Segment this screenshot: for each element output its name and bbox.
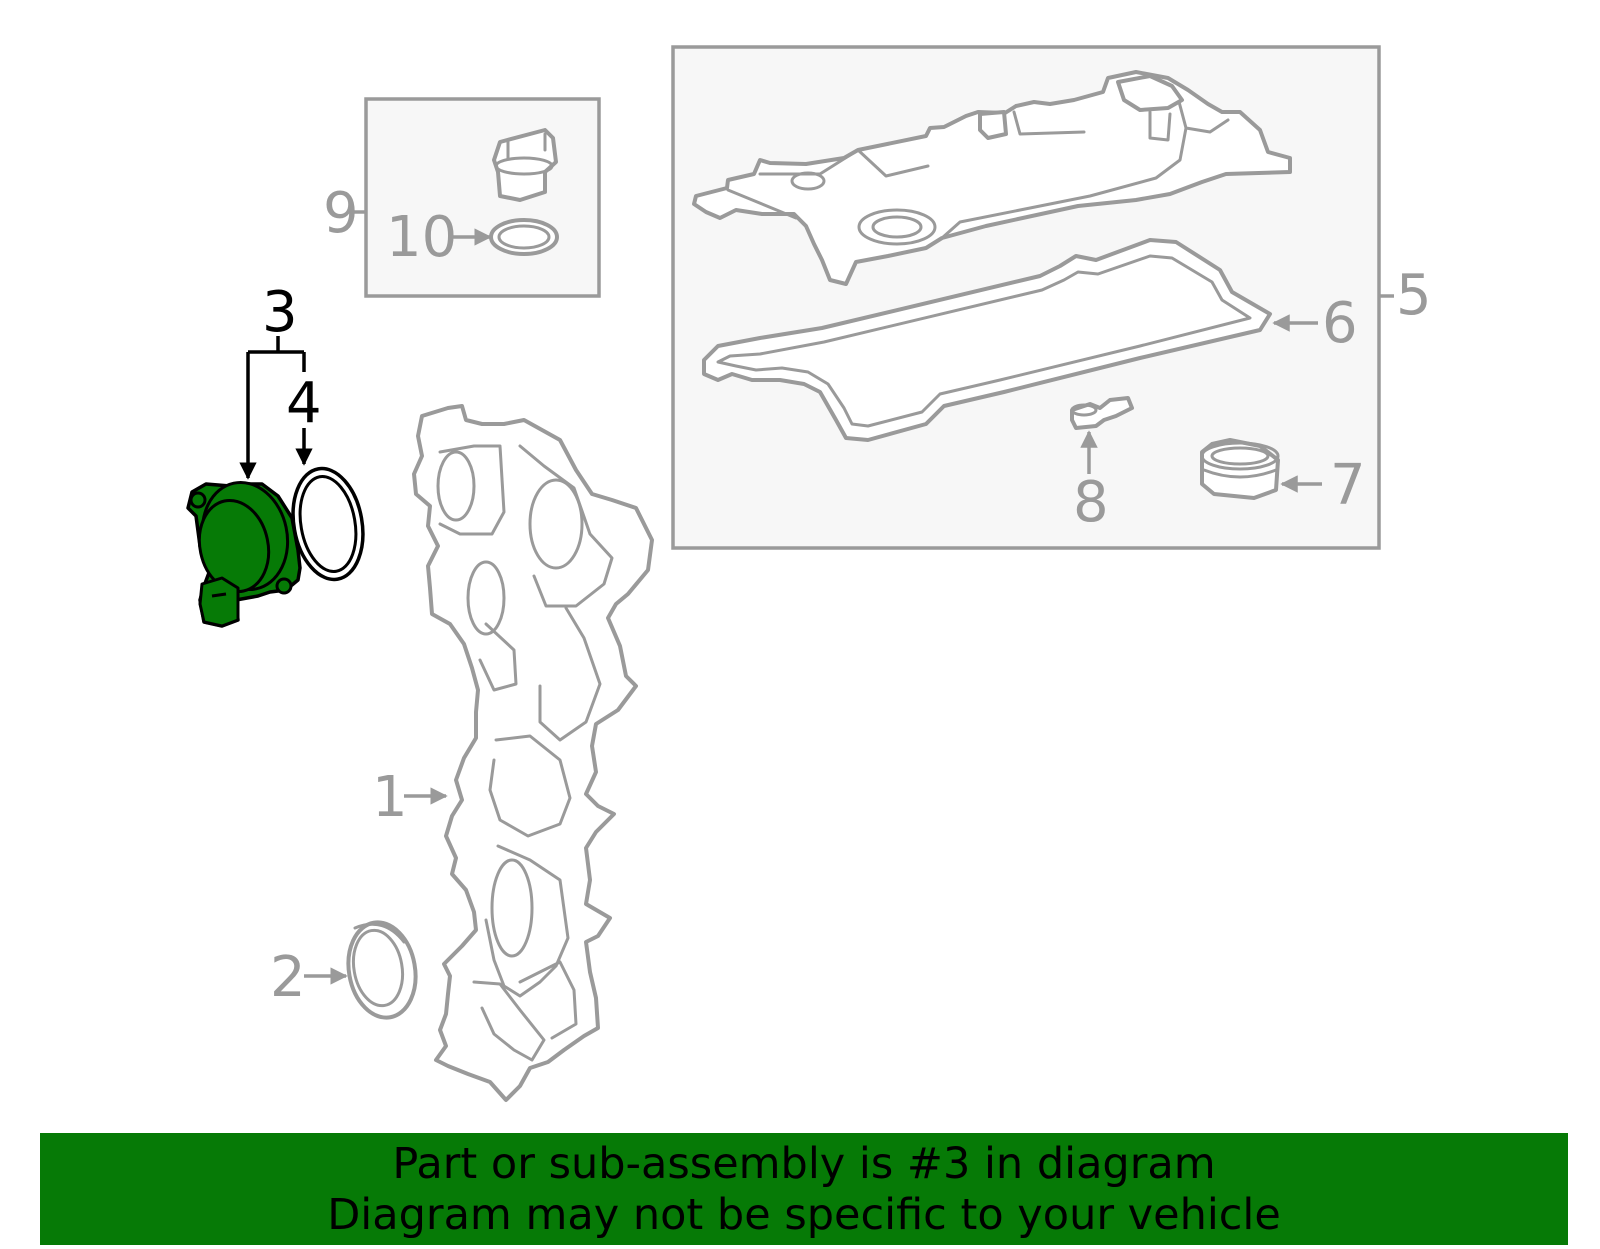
callout-5: 5 xyxy=(1396,263,1432,328)
valve-cover xyxy=(692,70,1292,286)
info-banner: Part or sub-assembly is #3 in diagram Di… xyxy=(40,1133,1568,1245)
leader-3-4-bracket xyxy=(239,336,313,480)
oil-seal xyxy=(346,920,418,1020)
sensor-part-8 xyxy=(1070,396,1134,430)
part-group-box-9 xyxy=(364,97,601,298)
banner-line-2: Diagram may not be specific to your vehi… xyxy=(327,1190,1281,1240)
highlighted-part-3 xyxy=(186,480,302,628)
callout-9: 9 xyxy=(323,181,359,246)
callout-3: 3 xyxy=(262,280,298,345)
callout-10: 10 xyxy=(386,205,457,270)
callout-8: 8 xyxy=(1073,470,1109,535)
valve-cover-gasket xyxy=(702,238,1272,442)
o-ring-part-4 xyxy=(291,466,365,582)
callout-4: 4 xyxy=(286,371,322,436)
callout-6: 6 xyxy=(1322,291,1358,356)
timing-cover xyxy=(412,404,654,1102)
callout-7: 7 xyxy=(1330,453,1366,518)
oil-filler-cap xyxy=(492,128,558,202)
plug-part-7 xyxy=(1200,438,1280,500)
callout-2: 2 xyxy=(270,945,306,1010)
filler-cap-gasket xyxy=(489,218,559,256)
callout-1: 1 xyxy=(372,765,408,830)
banner-line-1: Part or sub-assembly is #3 in diagram xyxy=(392,1139,1216,1189)
